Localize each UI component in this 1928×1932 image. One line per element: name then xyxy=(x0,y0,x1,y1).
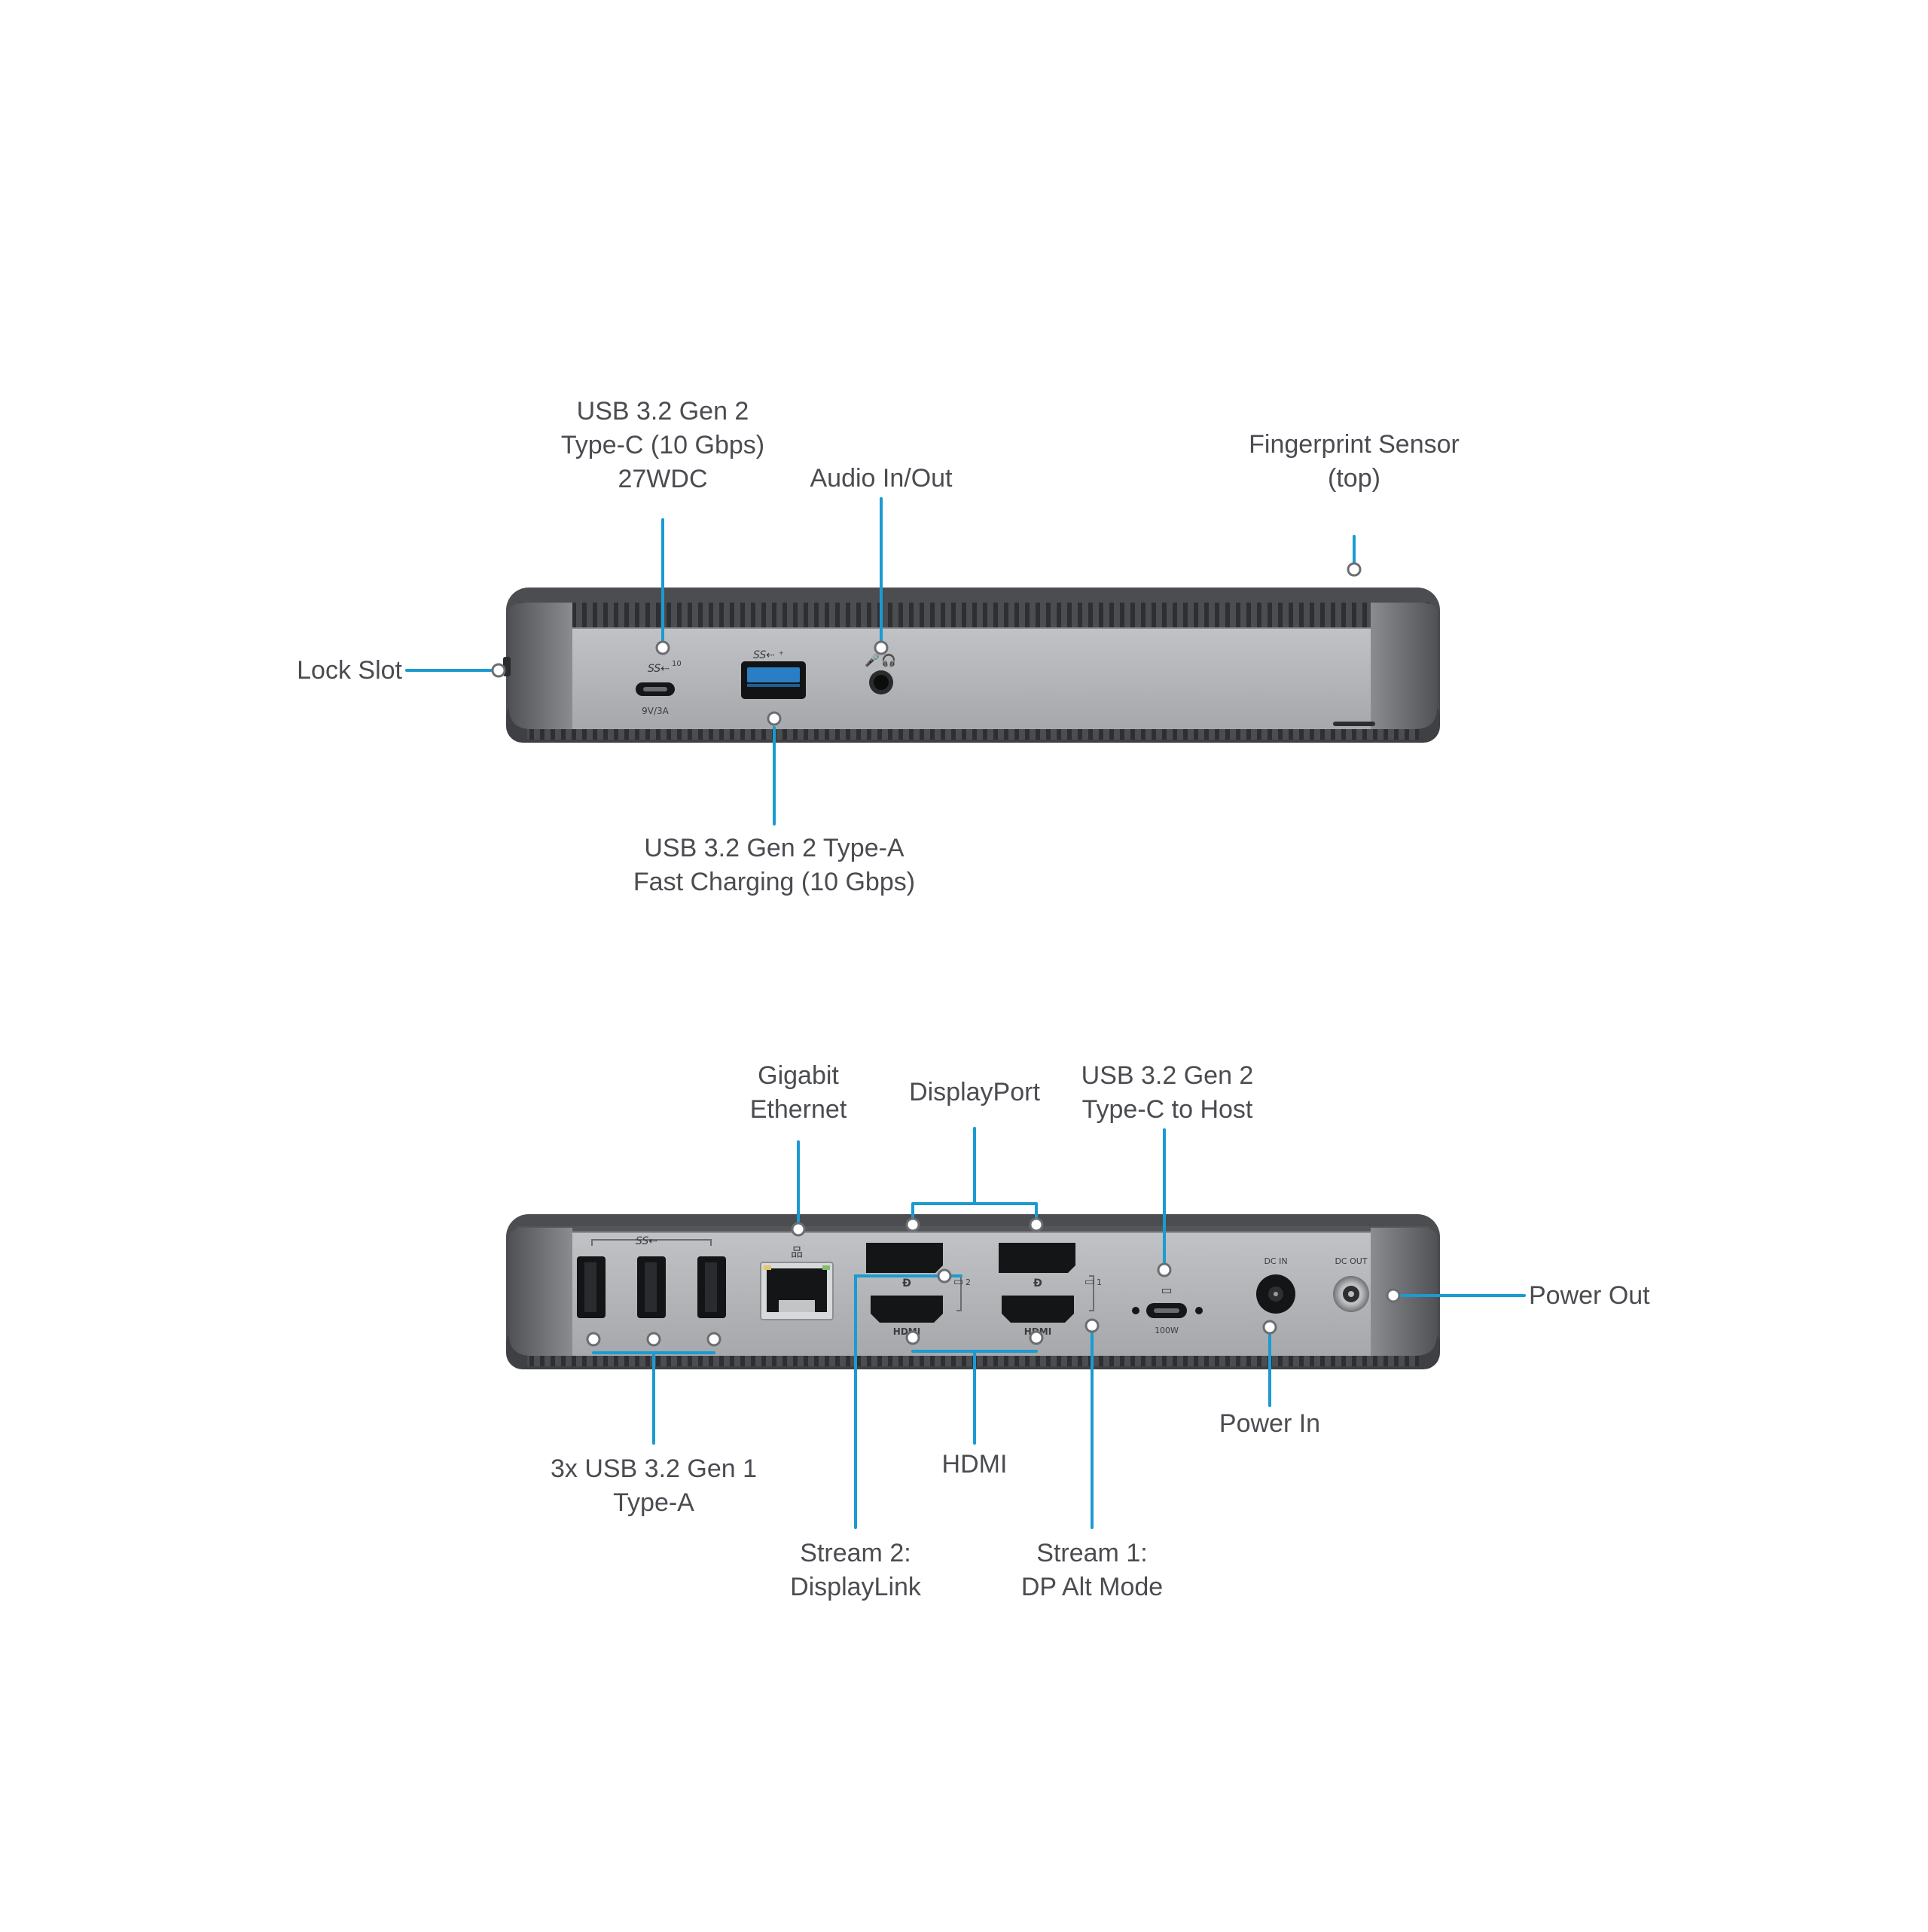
stream1-number: 1 xyxy=(1097,1277,1102,1287)
headphones-icon: 🎧 xyxy=(881,653,896,667)
callout-stream2: Stream 2: DisplayLink xyxy=(790,1539,921,1601)
callout-usba-front: USB 3.2 Gen 2 Type-A Fast Charging (10 G… xyxy=(633,834,916,896)
dot-power-out xyxy=(1386,1288,1401,1303)
dot-audio xyxy=(874,640,889,655)
superspeed-usb-icon: SS⇠ xyxy=(648,663,670,675)
dot-stream2 xyxy=(937,1268,952,1283)
dc-in-print: DC IN xyxy=(1264,1256,1287,1266)
callout-leaders xyxy=(405,497,1526,1529)
callout-power-out: Power Out xyxy=(1529,1281,1650,1310)
dot-usba-rear-3 xyxy=(706,1332,721,1347)
leader-stream2 xyxy=(854,1274,962,1529)
usbc-rating-print: 9V/3A xyxy=(642,706,670,716)
dc-in-port xyxy=(1256,1274,1295,1314)
dot-ethernet xyxy=(791,1222,806,1237)
fingerprint-sensor xyxy=(1333,722,1375,726)
rear-usba-port-3 xyxy=(697,1256,726,1318)
callout-endpoints xyxy=(491,562,1401,1347)
dot-lock-slot xyxy=(491,663,506,678)
stream2-number: 2 xyxy=(966,1277,971,1287)
front-usba-port xyxy=(741,661,806,699)
leader-usba-rear xyxy=(592,1351,715,1445)
dot-usbc-front xyxy=(655,640,670,655)
callout-stream1: Stream 1: DP Alt Mode xyxy=(1020,1539,1164,1601)
microphone-icon: 🎤 xyxy=(865,653,880,667)
ethernet-port xyxy=(760,1262,834,1320)
rear-left-side xyxy=(509,1228,572,1356)
dot-usba-rear-2 xyxy=(646,1332,661,1347)
superspeed-usb-icon: SS⇠ ⁺ xyxy=(753,649,784,661)
callout-audio: Audio In/Out xyxy=(810,464,953,493)
dot-usba-rear-1 xyxy=(586,1332,601,1347)
hdmi-port-1 xyxy=(1002,1296,1074,1323)
dot-displayport-1 xyxy=(1029,1217,1044,1232)
front-panel xyxy=(572,628,1371,729)
dot-fingerprint xyxy=(1347,562,1362,577)
monitor-icon: ▭ xyxy=(1084,1276,1094,1288)
dot-stream1 xyxy=(1084,1318,1100,1333)
callout-lock-slot: Lock Slot xyxy=(297,656,402,685)
callout-ethernet: Gigabit Ethernet xyxy=(749,1061,847,1124)
callout-displayport: DisplayPort xyxy=(909,1078,1040,1106)
rear-panel xyxy=(572,1232,1371,1356)
callout-usba-rear: 3x USB 3.2 Gen 1 Type-A xyxy=(550,1454,758,1517)
displayport-port-2 xyxy=(866,1243,943,1273)
callout-hdmi: HDMI xyxy=(941,1450,1008,1479)
front-left-side xyxy=(509,603,572,729)
hdmi-port-2 xyxy=(871,1296,943,1323)
dot-usbc-host xyxy=(1157,1262,1172,1277)
audio-jack xyxy=(869,670,893,694)
dc-out-port xyxy=(1333,1276,1369,1312)
dot-usba-front xyxy=(767,711,782,726)
leader-displayport xyxy=(911,1127,1038,1220)
displayport-icon: Ð xyxy=(1033,1277,1042,1290)
host-usbc-port xyxy=(1132,1303,1203,1318)
rear-dock: SS⇠ 品 Ð Ð HDMI HDMI ▭ 2 xyxy=(506,1214,1440,1369)
laptop-icon: ▭ xyxy=(1161,1283,1172,1297)
leader-hdmi xyxy=(911,1350,1038,1445)
dc-out-print: DC OUT xyxy=(1335,1256,1367,1266)
dot-displayport-2 xyxy=(905,1217,920,1232)
dot-hdmi-1 xyxy=(1029,1330,1044,1345)
superspeed-usb-icon: SS⇠ xyxy=(636,1235,657,1247)
host-power-print: 100W xyxy=(1155,1326,1179,1335)
callout-usbc-host: USB 3.2 Gen 2 Type-C to Host xyxy=(1081,1061,1254,1124)
dot-hdmi-2 xyxy=(905,1330,920,1345)
rear-usba-port-1 xyxy=(577,1256,606,1318)
rear-right-side xyxy=(1371,1228,1437,1356)
rear-usba-port-2 xyxy=(637,1256,666,1318)
monitor-icon: ▭ xyxy=(953,1276,963,1288)
callout-usbc-front: USB 3.2 Gen 2 Type-C (10 Gbps) 27WDC xyxy=(560,397,765,493)
displayport-port-1 xyxy=(999,1243,1075,1273)
front-dock: SS⇠ 10 9V/3A SS⇠ ⁺ 🎤 🎧 xyxy=(503,588,1440,743)
callout-power-in: Power In xyxy=(1219,1409,1321,1438)
front-usbc-port xyxy=(636,682,675,696)
dot-power-in xyxy=(1262,1320,1277,1335)
displayport-icon: Ð xyxy=(902,1277,911,1290)
front-right-side xyxy=(1371,603,1437,729)
network-icon: 品 xyxy=(791,1245,803,1259)
usbc-speed-mark: 10 xyxy=(672,660,682,668)
callout-fingerprint: Fingerprint Sensor (top) xyxy=(1249,430,1460,493)
